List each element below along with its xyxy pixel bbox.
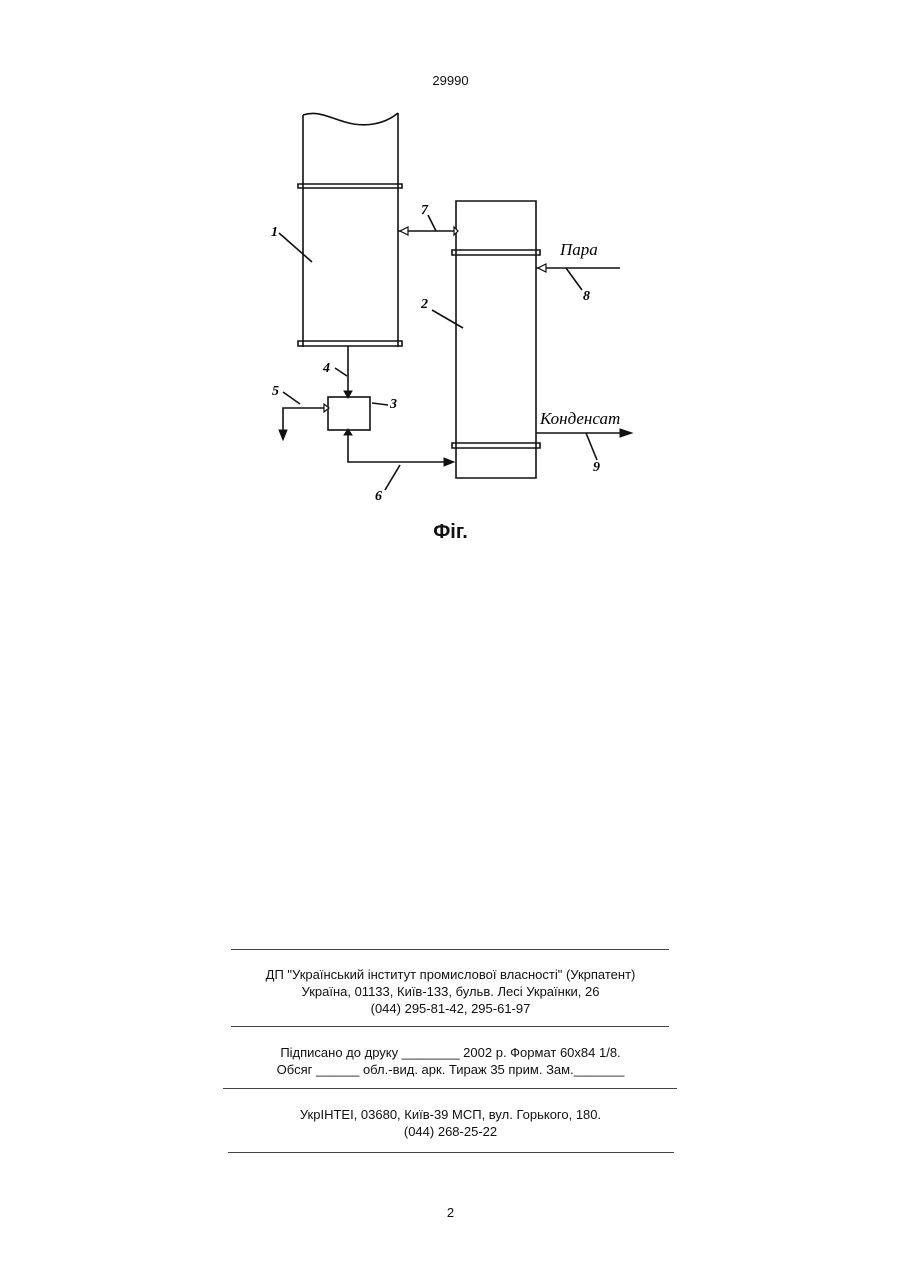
divider-rule bbox=[231, 1026, 669, 1027]
separator-box-3 bbox=[328, 397, 370, 430]
pipe-5 bbox=[283, 408, 328, 436]
arrow-5 bbox=[279, 430, 287, 440]
steam-label: Пара bbox=[559, 240, 598, 259]
arrow-9 bbox=[620, 429, 632, 437]
label-5: 5 bbox=[272, 384, 279, 399]
arrow-6 bbox=[444, 458, 454, 466]
publisher-line-1: ДП "Український інститут промислової вла… bbox=[0, 966, 901, 983]
printer-line-2: (044) 268-25-22 bbox=[0, 1123, 901, 1140]
label-4: 4 bbox=[322, 361, 330, 376]
printer-block: УкрІНТЕІ, 03680, Київ-39 МСП, вул. Горьк… bbox=[0, 1106, 901, 1140]
figure-caption: Фіг. bbox=[0, 521, 901, 544]
divider-rule bbox=[223, 1088, 677, 1089]
print-info-block: Підписано до друку ________ 2002 р. Форм… bbox=[0, 1044, 901, 1078]
pipe-6 bbox=[348, 430, 452, 462]
label-9: 9 bbox=[593, 460, 600, 475]
publisher-line-3: (044) 295-81-42, 295-61-97 bbox=[0, 1000, 901, 1017]
label-8: 8 bbox=[583, 289, 590, 304]
column-2 bbox=[452, 201, 540, 478]
condensate-label: Конденсат bbox=[539, 409, 620, 428]
page-number: 2 bbox=[0, 1205, 901, 1220]
label-3: 3 bbox=[389, 397, 397, 412]
printer-line-1: УкрІНТЕІ, 03680, Київ-39 МСП, вул. Горьк… bbox=[0, 1106, 901, 1123]
label-6: 6 bbox=[375, 489, 382, 504]
divider-rule bbox=[228, 1152, 674, 1153]
publisher-block: ДП "Український інститут промислової вла… bbox=[0, 966, 901, 1017]
column-1 bbox=[298, 113, 402, 347]
arrow-7 bbox=[400, 227, 408, 235]
publisher-line-2: Україна, 01133, Київ-133, бульв. Лесі Ук… bbox=[0, 983, 901, 1000]
print-info-line-1: Підписано до друку ________ 2002 р. Форм… bbox=[0, 1044, 901, 1061]
label-7: 7 bbox=[421, 203, 429, 218]
arrow-8 bbox=[538, 264, 546, 272]
technical-drawing: 1 2 3 4 5 6 7 8 9 Пара Конденсат bbox=[0, 0, 901, 560]
divider-rule bbox=[231, 949, 669, 950]
label-2: 2 bbox=[420, 297, 428, 312]
print-info-line-2: Обсяг ______ обл.-вид. арк. Тираж 35 при… bbox=[0, 1061, 901, 1078]
label-1: 1 bbox=[271, 225, 278, 240]
